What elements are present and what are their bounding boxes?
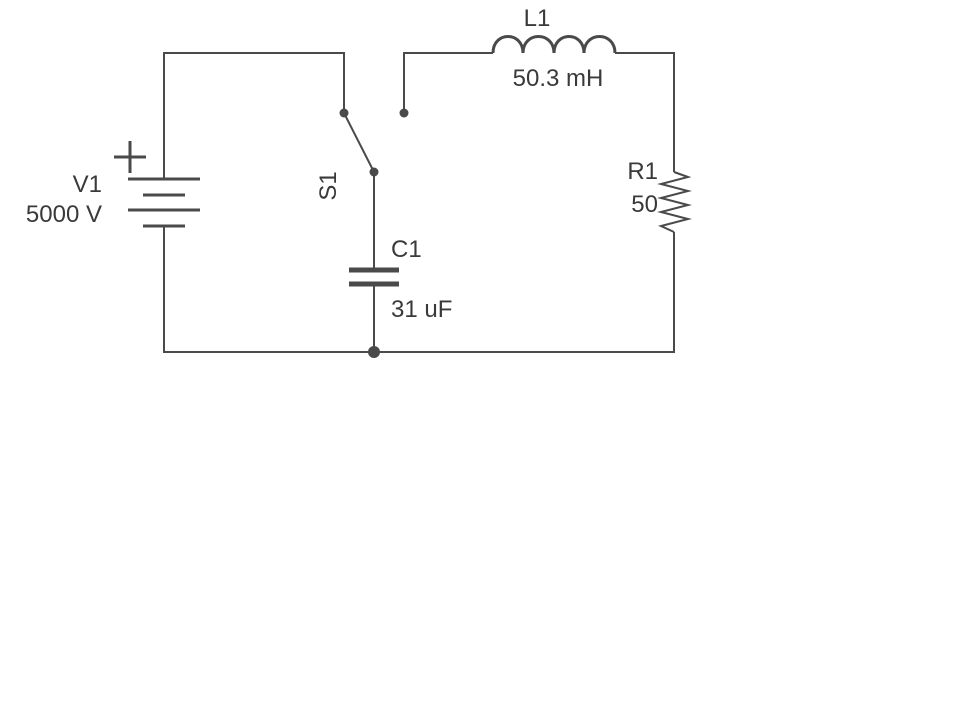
battery-plus-sign (114, 141, 146, 173)
battery-name-label: V1 (73, 171, 102, 198)
switch-contact-left (339, 108, 349, 118)
wire-bottom-left (163, 226, 374, 353)
wires (163, 52, 675, 353)
switch-pivot (369, 167, 379, 177)
resistor-zigzag (657, 171, 692, 233)
battery-value-label: 5000 V (26, 201, 102, 228)
inductor-name-label: L1 (524, 5, 551, 32)
capacitor-name-label: C1 (391, 236, 422, 263)
capacitor-value-label: 31 uF (391, 296, 452, 323)
inductor-value-label: 50.3 mH (513, 65, 604, 92)
resistor-value-label: 50 (631, 191, 658, 218)
wire-top-middle (403, 52, 493, 113)
wire-top-right (615, 52, 675, 172)
resistor-name-label: R1 (627, 158, 658, 185)
capacitor-c1: C1 31 uF (349, 236, 452, 323)
wire-right (374, 232, 675, 353)
battery-v1: V1 5000 V (26, 141, 200, 228)
junction-node (368, 346, 380, 358)
switch-contact-right (399, 108, 409, 118)
switch-name-label: S1 (315, 171, 342, 200)
resistor-r1: R1 50 (627, 158, 692, 233)
inductor-l1: L1 50.3 mH (491, 5, 617, 92)
inductor-coil (491, 35, 617, 54)
switch-s1: S1 (315, 108, 409, 201)
switch-blade (343, 112, 375, 173)
wire-top-left (163, 52, 345, 178)
